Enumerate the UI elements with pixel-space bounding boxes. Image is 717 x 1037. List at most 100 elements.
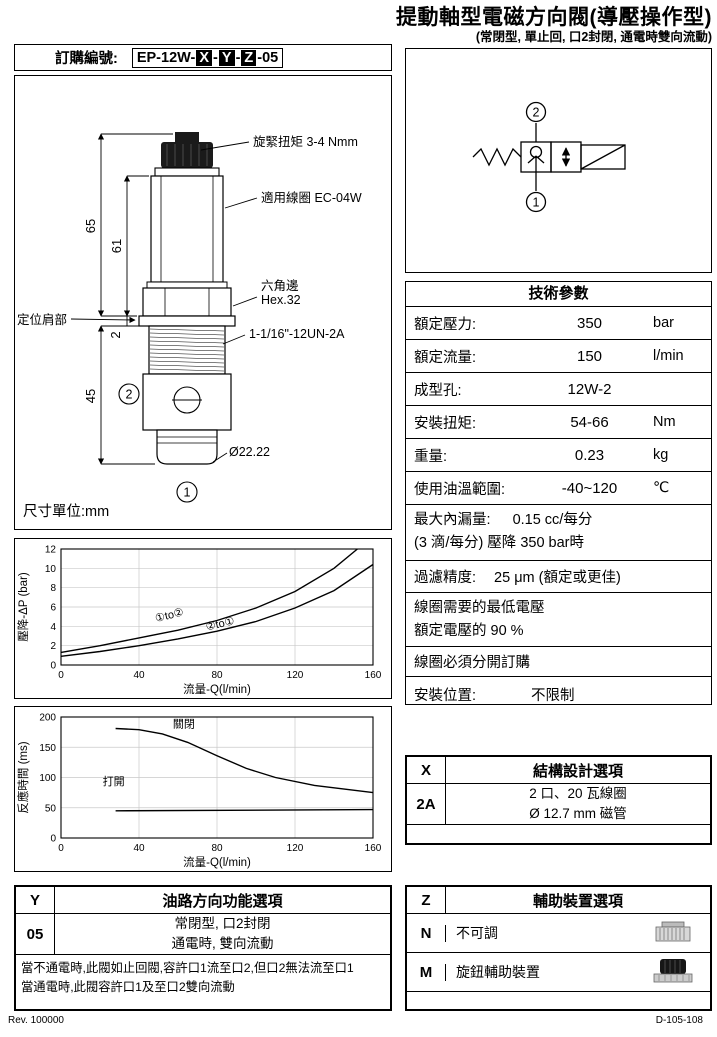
svg-text:40: 40: [133, 843, 145, 854]
svg-text:100: 100: [39, 773, 56, 784]
page-subtitle: (常閉型, 單止回, 口2封閉, 通電時雙向流動): [475, 30, 712, 44]
svg-text:160: 160: [365, 670, 382, 681]
knurled-nut: [161, 142, 213, 168]
x-option-desc-line2: Ø 12.7 mm 磁管: [529, 806, 627, 821]
filtration-label: 過濾精度:: [414, 570, 477, 586]
z-option-desc-m: 旋鈕輔助裝置: [456, 964, 540, 980]
svg-text:0: 0: [58, 843, 64, 854]
spring-symbol: [472, 147, 522, 167]
check-ball: [529, 145, 543, 159]
thread-hatch: [149, 328, 225, 372]
port-1-number: 1: [184, 486, 191, 500]
dim-2: 2: [108, 331, 123, 338]
symbol-port-1-number: 1: [533, 196, 540, 210]
svg-text:0: 0: [58, 670, 64, 681]
spec-label: 額定流量:: [414, 349, 477, 366]
coil-bottom-plate: [146, 281, 228, 289]
y-option-key: Y: [16, 887, 55, 913]
spec-row-mounting: 安裝位置: 不限制: [406, 677, 711, 711]
spec-row-torque: 安裝扭矩: 54-66 Nm: [406, 406, 711, 439]
x-option-row-2a: 2A 2 口、20 瓦線圈 Ø 12.7 mm 磁管: [407, 784, 710, 825]
spec-value: 0.23: [574, 446, 605, 464]
mounting-label: 安裝位置:: [414, 687, 477, 704]
coil-top-flange: [154, 167, 220, 177]
spec-label: 額定壓力:: [414, 316, 477, 333]
callout-diameter: Ø22.22: [229, 445, 270, 459]
spec-unit: l/min: [653, 348, 684, 364]
x-option-desc-line1: 2 口、20 瓦線圈: [529, 786, 627, 802]
page-title: 提動軸型電磁方向閥(導壓操作型): [396, 6, 712, 29]
solenoid-symbol: [580, 144, 626, 170]
spec-row-temperature: 使用油溫範圍: -40~120 ℃: [406, 472, 711, 505]
port-2-balloon: [118, 383, 140, 405]
spec-block-voltage: 線圈需要的最低電壓 額定電壓的 90 %: [406, 593, 711, 647]
svg-text:150: 150: [39, 743, 56, 754]
svg-text:打開: 打開: [103, 774, 125, 788]
z-option-table: Z 輔助裝置選項 N 不可調 M 旋鈕輔助裝: [405, 885, 712, 1011]
hydraulic-symbol: 2 1: [472, 101, 626, 213]
coil-note: 線圈必須分開訂購: [414, 655, 530, 671]
spec-unit: kg: [653, 447, 669, 463]
port-1-balloon: [176, 481, 198, 503]
spec-value: -40~120: [561, 479, 618, 497]
valve-drawing: 65 61 2 45 定位肩部 旋緊扭矩 3-4 Nmm 適用線圈 EC-04W…: [17, 132, 362, 520]
svg-text:①to②: ①to②: [154, 606, 185, 625]
leakage-label: 最大內漏量:: [414, 512, 491, 528]
symbol-port-2-balloon: [525, 101, 547, 123]
order-number-label: 訂購編號:: [55, 51, 118, 67]
symbol-port-2-number: 2: [533, 106, 540, 120]
knob-icon: [653, 959, 693, 983]
valve-tip: [156, 429, 218, 465]
y-option-title: 油路方向功能選項: [162, 892, 283, 910]
z-option-row-n: N 不可調: [407, 914, 710, 953]
spec-row-coil-note: 線圈必須分開訂購: [406, 647, 711, 677]
spec-value: 150: [576, 347, 603, 365]
leakage-value: 0.15 cc/每分: [512, 512, 593, 528]
spec-label: 安裝扭矩:: [414, 415, 477, 432]
spec-row-cavity: 成型孔: 12W-2: [406, 373, 711, 406]
x-option-key: X: [407, 757, 446, 783]
footer-page-number: D-105-108: [655, 1015, 703, 1026]
order-code-y: Y: [218, 49, 235, 66]
svg-text:壓降-ΔP (bar): 壓降-ΔP (bar): [16, 572, 30, 642]
spec-row-filtration: 過濾精度: 25 μm (額定或更佳): [406, 561, 711, 593]
locating-shoulder: [138, 315, 236, 327]
y-option-header: Y 油路方向功能選項: [16, 887, 390, 914]
spec-unit: ℃: [653, 480, 670, 496]
svg-text:80: 80: [211, 670, 223, 681]
cap-screw: [175, 132, 199, 142]
z-option-title: 輔助裝置選項: [532, 892, 623, 910]
symbol-port-1-balloon: [525, 191, 547, 213]
spec-row-weight: 重量: 0.23 kg: [406, 439, 711, 472]
y-option-desc: 常閉型, 口2封閉 通電時, 雙向流動: [55, 914, 390, 954]
order-code-x: X: [196, 49, 213, 66]
svg-text:流量-Q(l/min): 流量-Q(l/min): [183, 855, 251, 869]
x-option-title: 結構設計選項: [532, 762, 623, 780]
svg-text:流量-Q(l/min): 流量-Q(l/min): [183, 682, 251, 696]
technical-parameters-table: 技術參數 額定壓力: 350 bar 額定流量: 150 l/min 成型孔: …: [405, 281, 712, 705]
footer-revision: Rev. 100000: [8, 1015, 64, 1026]
svg-text:6: 6: [50, 603, 56, 614]
order-code: EP-12W-X-Y-Z-05: [131, 47, 284, 68]
svg-text:50: 50: [45, 803, 57, 814]
x-option-table: X 結構設計選項 2A 2 口、20 瓦線圈 Ø 12.7 mm 磁管: [405, 755, 712, 845]
dim-65: 65: [83, 219, 98, 233]
spec-value: 54-66: [570, 413, 609, 431]
callout-torque: 旋緊扭矩 3-4 Nmm: [253, 135, 358, 149]
z-option-icon-cell: [636, 921, 710, 945]
svg-text:0: 0: [50, 661, 56, 672]
order-code-prefix: EP-12W-: [136, 49, 196, 66]
voltage-line2: 額定電壓的 90 %: [414, 623, 524, 639]
svg-text:8: 8: [50, 583, 56, 594]
callout-coil: 適用線圈 EC-04W: [261, 190, 362, 205]
z-option-key: Z: [407, 887, 446, 913]
y-option-notes: 當不通電時,此閥如止回閥,容許口1流至口2,但口2無法流至口1 當通電時,此閥容…: [16, 955, 390, 997]
svg-text:40: 40: [133, 670, 145, 681]
svg-text:120: 120: [287, 843, 304, 854]
spec-label: 成型孔:: [414, 382, 462, 399]
x-option-desc: 2 口、20 瓦線圈 Ø 12.7 mm 磁管: [446, 784, 710, 824]
y-option-note-line2: 當通電時,此閥容許口1及至口2雙向流動: [21, 980, 235, 995]
